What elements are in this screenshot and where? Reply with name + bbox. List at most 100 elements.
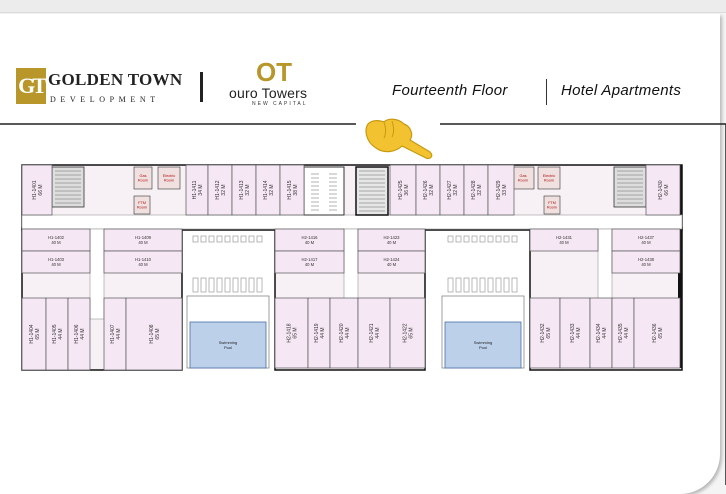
unit-outline [645, 164, 681, 216]
unit-outline [21, 164, 53, 216]
stair-treads [55, 170, 643, 212]
unit-h1-1407: H1-140744 M [103, 297, 127, 371]
unit-outline [103, 250, 183, 274]
unit-h2-1418: H2-141865 M [274, 297, 309, 369]
unit-outline [559, 297, 591, 369]
unit-outline [207, 164, 233, 216]
unit-h2-1425: H2-142536 M [389, 164, 417, 216]
lounger [495, 235, 502, 243]
unit-h1-1401: H1-140166 M [21, 164, 53, 216]
unit-label: H1-141332 M [239, 180, 251, 199]
lounger [471, 235, 478, 243]
unit-outline [125, 297, 183, 371]
lounger [511, 235, 518, 243]
project-tagline: NEW CAPITAL [252, 101, 308, 107]
lounger [192, 277, 199, 293]
header-separator [546, 79, 547, 105]
lounger [471, 277, 478, 293]
unit-label: H2-143066 M [658, 180, 670, 199]
unit-outline [357, 297, 391, 369]
unit-label: H1-141432 M [263, 180, 275, 199]
unit-h1-1405: H1-140544 M [45, 297, 69, 371]
pointing-hand-icon [365, 118, 433, 160]
developer-tagline: DEVELOPMENT [50, 95, 160, 104]
west-corridor [89, 228, 105, 320]
unit-h1-1406: H1-140644 M [67, 297, 91, 371]
lounger [463, 235, 470, 243]
lounger [248, 235, 255, 243]
unit-h2-1433: H2-143344 M [559, 297, 591, 369]
lounger [479, 277, 486, 293]
unit-outline [21, 250, 91, 274]
unit-label: H2-142044 M [339, 323, 351, 342]
main-corridor [21, 214, 683, 230]
unit-label: H2-142144 M [369, 323, 381, 342]
pool-loungers [192, 235, 518, 293]
unit-label: H2-142732 M [447, 180, 459, 199]
section-title: Hotel Apartments [561, 82, 682, 99]
developer-name: GOLDEN TOWN [48, 70, 183, 89]
lounger [232, 277, 239, 293]
unit-label: H2-143344 M [570, 323, 582, 342]
unit-h1-1404: H1-140465 M [21, 297, 47, 371]
unit-h2-1419: H2-141944 M [307, 297, 331, 369]
unit-h1-1408: H1-140865 M [125, 297, 183, 371]
unit-label: H2-143544 M [618, 323, 630, 342]
lounger [224, 235, 231, 243]
unit-h1-1415: H1-141538 M [279, 164, 305, 216]
unit-h2-1428: H2-142832 M [463, 164, 489, 216]
lounger [503, 277, 510, 293]
unit-h1-1412: H1-141232 M [207, 164, 233, 216]
unit-outline [67, 297, 91, 371]
lounger [487, 235, 494, 243]
unit-label: H1-140744 M [110, 324, 122, 343]
unit-label: H2-142265 M [403, 323, 415, 342]
central-lift-lobby [303, 166, 345, 216]
unit-outline [633, 297, 681, 369]
unit-label: H1-141538 M [287, 180, 299, 199]
unit-outline [487, 164, 515, 216]
unit-outline [529, 228, 599, 252]
unit-h2-1436: H2-143665 M [633, 297, 681, 369]
unit-label: H1-140644 M [74, 324, 86, 343]
unit-h1-1413: H1-141332 M [231, 164, 257, 216]
lounger [208, 235, 215, 243]
lounger [240, 277, 247, 293]
lounger [256, 235, 263, 243]
lounger [256, 277, 263, 293]
lounger [447, 235, 454, 243]
ouro-towers-logo-mark: OT [256, 58, 292, 84]
lounger [495, 277, 502, 293]
unit-outline [329, 297, 359, 369]
unit-outline [611, 250, 681, 274]
unit-outline [274, 297, 309, 369]
unit-outline [357, 250, 426, 274]
lounger [455, 277, 462, 293]
